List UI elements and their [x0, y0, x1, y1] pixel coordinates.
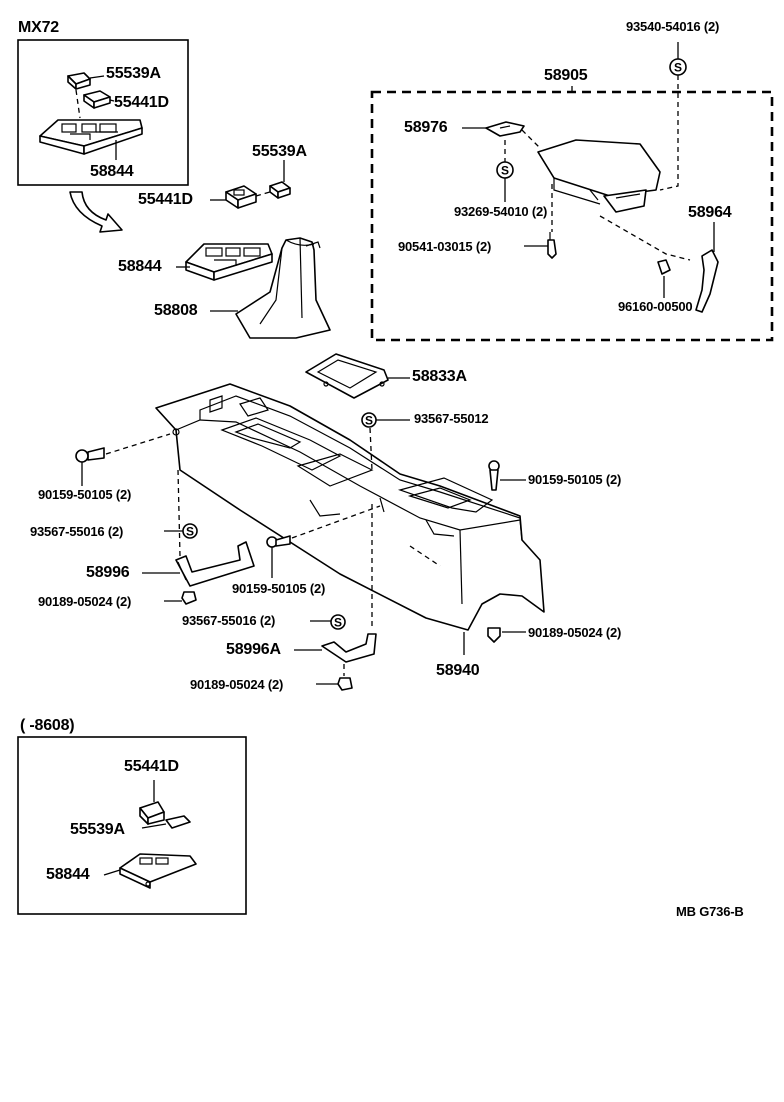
label-90541-03015: 90541-03015 (2) — [398, 239, 492, 254]
svg-text:S: S — [674, 61, 682, 75]
nut-96160-icon — [657, 259, 671, 275]
label-90189-05024-right: 90189-05024 (2) — [528, 625, 622, 640]
label-93567-55016-mid: 93567-55016 (2) — [182, 613, 276, 628]
mx72-knob-55539a — [67, 72, 91, 90]
label-mx72-55441d: 55441D — [114, 94, 169, 111]
label-58844: 58844 — [118, 258, 162, 275]
nut-bottom-icon — [337, 677, 353, 691]
assembly-box-58905 — [370, 90, 774, 342]
label-93567-55016-left: 93567-55016 (2) — [30, 524, 124, 539]
nut-right-icon — [487, 627, 501, 643]
mx72-switch-55441d — [83, 90, 111, 109]
clip-icon — [330, 614, 346, 630]
clip-symbol: S — [365, 414, 373, 428]
label-90189-05024-bottom: 90189-05024 (2) — [190, 677, 284, 692]
label-mx72-58844: 58844 — [90, 163, 134, 180]
label-90159-50105-right: 90159-50105 (2) — [528, 472, 622, 487]
console-body-58940 — [155, 383, 545, 631]
clip-58976 — [485, 121, 525, 137]
inset-box-8608 — [17, 736, 247, 915]
label-58905: 58905 — [544, 67, 588, 84]
svg-text:S: S — [501, 164, 509, 178]
panel-58844 — [185, 243, 273, 281]
b-switch-55441d — [139, 801, 165, 825]
arrow-icon — [69, 191, 123, 233]
label-58976: 58976 — [404, 119, 448, 136]
b-knob-55539a — [165, 815, 191, 829]
bezel-58833a — [305, 353, 389, 399]
label-b-55441d: 55441D — [124, 758, 179, 775]
svg-text:S: S — [186, 525, 194, 539]
label-90159-50105-left: 90159-50105 (2) — [38, 487, 132, 502]
label-55441d: 55441D — [138, 191, 193, 208]
label-90159-50105-mid: 90159-50105 (2) — [232, 581, 326, 596]
label-b-58844: 58844 — [46, 866, 90, 883]
armrest-lid — [537, 139, 661, 213]
inset-title-mx72: MX72 — [18, 19, 59, 36]
label-58833a: 58833A — [412, 368, 467, 385]
bracket-58996a — [321, 633, 377, 663]
label-b-55539a: 55539A — [70, 821, 125, 838]
shift-boot-58808 — [235, 237, 331, 339]
screw-right-icon — [488, 460, 500, 491]
label-90189-05024-left: 90189-05024 (2) — [38, 594, 132, 609]
nut-left-icon — [181, 591, 197, 605]
bracket-58996 — [175, 541, 255, 587]
label-58996a: 58996A — [226, 641, 281, 658]
label-58964: 58964 — [688, 204, 732, 221]
mx72-panel-58844 — [39, 119, 143, 155]
label-58940: 58940 — [436, 662, 480, 679]
svg-text:S: S — [334, 616, 342, 630]
label-58996: 58996 — [86, 564, 130, 581]
label-93269-54010: 93269-54010 (2) — [454, 204, 548, 219]
b-panel-58844 — [119, 853, 197, 889]
label-55539a: 55539A — [252, 143, 307, 160]
label-96160-00500: 96160-00500 — [618, 299, 693, 314]
label-93567-55012: 93567-55012 — [414, 411, 489, 426]
label-58808: 58808 — [154, 302, 198, 319]
hinge-58964 — [695, 249, 719, 313]
knob-55539a — [269, 181, 291, 199]
screw-armrest-icon — [547, 232, 557, 259]
screw-left-icon — [75, 447, 105, 463]
inset-title-8608: ( -8608) — [20, 717, 75, 734]
switch-55441d — [225, 185, 257, 209]
footer-code: MB G736-B — [676, 904, 744, 919]
screw-mid-icon — [266, 535, 291, 548]
label-93540-54016: 93540-54016 (2) — [626, 19, 720, 34]
inset-box-mx72 — [17, 39, 189, 186]
label-mx72-55539a: 55539A — [106, 65, 161, 82]
